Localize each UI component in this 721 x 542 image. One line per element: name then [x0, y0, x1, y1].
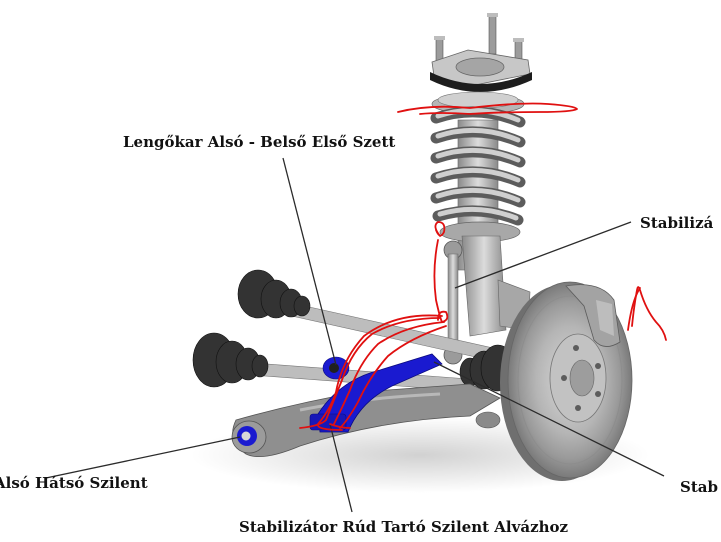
strut-assembly — [430, 13, 532, 337]
label-bottom: Stabilizátor Rúd Tartó Szilent Alvázhoz — [239, 518, 569, 536]
brake-assembly — [500, 281, 633, 481]
red-strike-line — [397, 102, 578, 115]
label-top: Lengőkar Alsó - Belső Első Szett — [123, 133, 396, 151]
leader-line-right-top — [454, 221, 632, 289]
stabilizer-link — [443, 240, 463, 365]
leader-lines — [45, 157, 665, 513]
leader-line-bottom — [329, 423, 353, 513]
lower-control-arm — [231, 383, 501, 458]
red-scribble-arm — [299, 314, 447, 431]
leader-line-top — [282, 157, 337, 366]
leader-line-left-bottom — [45, 436, 241, 479]
label-left-bottom: Alsó Hátsó Szilent — [0, 474, 148, 492]
red-annotations — [299, 102, 667, 431]
label-right-top: Stabilizá — [640, 214, 714, 232]
leader-line-right-bottom — [433, 361, 665, 477]
label-right-bottom: Stab — [680, 478, 718, 496]
